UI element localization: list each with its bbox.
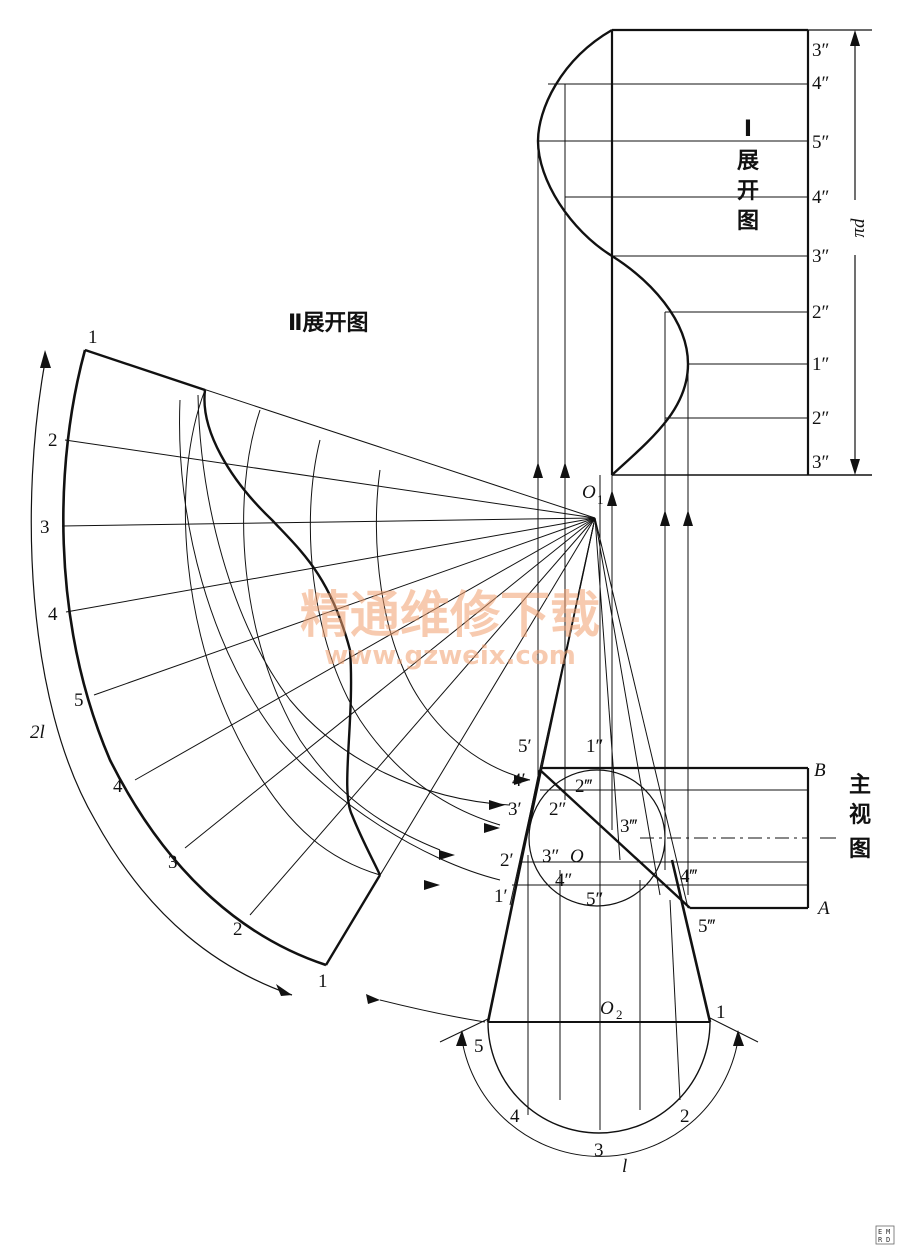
logo-char: R	[878, 1236, 883, 1244]
point-label: 4‴	[680, 866, 698, 887]
logo-char: M	[886, 1228, 890, 1236]
o1-label: O 1	[582, 482, 604, 507]
watermark: 精通维修下载 www.gzweix.com	[300, 586, 600, 671]
fan-label: 2	[233, 919, 243, 940]
center-o-label: O	[570, 846, 584, 867]
logo-char: E	[878, 1228, 882, 1236]
base-point: 5	[474, 1036, 484, 1057]
title-char: 开	[737, 179, 759, 204]
point-label: 1′	[494, 886, 508, 907]
watermark-url: www.gzweix.com	[324, 641, 576, 671]
logo-char: D	[886, 1236, 890, 1244]
fan-sector	[30, 348, 596, 996]
right-scale: 3″ 4″ 5″ 4″ 3″ 2″ 1″ 2″ 3″	[812, 40, 829, 473]
pi-d-label: πd	[848, 218, 869, 238]
corner-logo: E M R D	[875, 1225, 895, 1245]
fan-arrows	[40, 350, 530, 1004]
point-label: 4′	[512, 770, 526, 791]
development-one-title: Ⅰ 展 开 图	[737, 117, 759, 234]
scale-label: 5″	[812, 132, 829, 153]
base-point: 2	[680, 1106, 690, 1127]
title-char: 展	[737, 149, 759, 174]
o1-letter: O	[582, 482, 596, 503]
title-char: Ⅰ	[744, 117, 752, 142]
point-label: 4″	[555, 870, 572, 891]
point-a-label: A	[816, 898, 830, 919]
development-two-title: Ⅱ展开图	[288, 311, 369, 336]
fan-label: 1	[88, 327, 98, 348]
fan-label: 1	[318, 971, 328, 992]
fan-label: 3	[40, 517, 50, 538]
development-one-strip	[536, 28, 872, 895]
fan-label: 3	[168, 852, 178, 873]
fan-label: 2	[48, 430, 58, 451]
title-char: 图	[849, 837, 871, 862]
front-view	[439, 517, 836, 1157]
scale-label: 2″	[812, 408, 829, 429]
front-view-title: 主 视 图	[849, 773, 871, 862]
base-point: 3	[594, 1140, 604, 1161]
point-label: 2″	[549, 799, 566, 820]
two-l-label: 2l	[30, 722, 45, 743]
point-label: 1″	[586, 736, 603, 757]
o2-letter: O	[600, 998, 614, 1019]
point-label: 2‴	[575, 776, 593, 797]
scale-label: 3″	[812, 40, 829, 61]
title-char: 视	[849, 802, 871, 828]
fan-label: 4	[48, 604, 58, 625]
scale-label: 4″	[812, 187, 829, 208]
point-label: 3′	[508, 799, 522, 820]
projection-arrows	[533, 462, 693, 526]
point-label: 3‴	[620, 816, 638, 837]
fan-label: 4	[113, 776, 123, 797]
base-point: 1	[716, 1002, 726, 1023]
scale-label: 4″	[812, 73, 829, 94]
point-label: 5′	[518, 736, 532, 757]
title-char: 主	[849, 773, 871, 798]
scale-label: 2″	[812, 302, 829, 323]
point-label: 5‴	[698, 916, 716, 937]
front-view-labels: 5′ 4′ 3′ 2′ 1′ 1″ 2‴ 2″ 3‴ 3″ 4″ 4‴ 5″ 5…	[494, 736, 830, 937]
fan-label: 5	[74, 690, 84, 711]
point-label: 3″	[542, 846, 559, 867]
o1-subscript: 1	[597, 492, 604, 507]
title-char: 图	[737, 209, 759, 234]
scale-label: 1″	[812, 354, 829, 375]
base-arrows	[456, 1030, 744, 1046]
point-b-label: B	[814, 760, 826, 781]
scale-label: 3″	[812, 452, 829, 473]
fan-outer-labels: 1 2 3 4 5 4 3 2 1	[40, 327, 328, 992]
watermark-title: 精通维修下载	[300, 586, 600, 644]
base-labels: O 2 5 4 3 2 1 l	[474, 998, 726, 1177]
o2-subscript: 2	[616, 1007, 623, 1022]
base-point: 4	[510, 1106, 520, 1127]
scale-label: 3″	[812, 246, 829, 267]
point-label: 2′	[500, 850, 514, 871]
l-label: l	[622, 1156, 627, 1177]
point-label: 5″	[586, 889, 603, 910]
pi-d-dimension: πd	[848, 30, 869, 475]
